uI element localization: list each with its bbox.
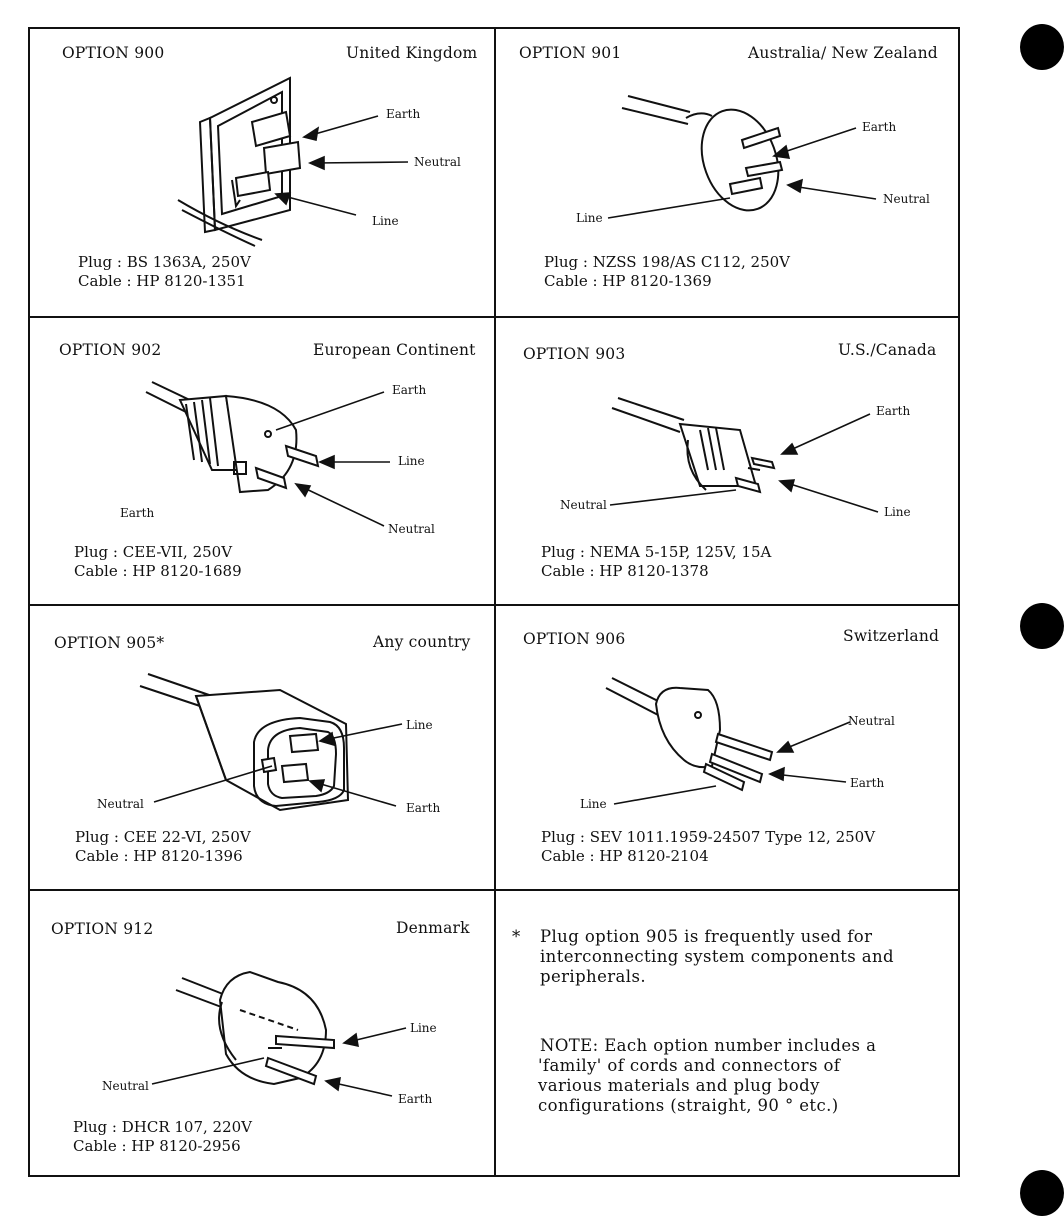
note-line-4: configurations (straight, 90 ° etc.): [538, 1096, 839, 1115]
plug-spec: Plug : NZSS 198/AS C112, 250V: [544, 253, 791, 271]
country-name: Switzerland: [843, 627, 940, 645]
earth-label: Earth: [850, 776, 885, 790]
line-label: Line: [406, 718, 433, 732]
earth-label: Earth: [862, 120, 897, 134]
footnote-line-3: peripherals.: [540, 967, 646, 986]
row-divider-1: [28, 316, 960, 318]
line-label: Line: [884, 505, 911, 519]
earth-label: Earth: [876, 404, 911, 418]
note-line-1: NOTE: Each option number includes a: [540, 1036, 877, 1055]
row-divider-3: [28, 889, 960, 891]
line-label: Line: [372, 214, 399, 228]
cable-spec: Cable : HP 8120-1369: [544, 272, 712, 290]
cable-spec: Cable : HP 8120-1378: [541, 562, 709, 580]
cable-spec: Cable : HP 8120-2956: [73, 1137, 241, 1155]
plug-spec: Plug : SEV 1011.1959-24507 Type 12, 250V: [541, 828, 876, 846]
earth-label: Earth: [398, 1092, 433, 1106]
plug-spec: Plug : CEE 22-VI, 250V: [75, 828, 251, 846]
earth-label: Earth: [386, 107, 421, 121]
cable-spec: Cable : HP 8120-2104: [541, 847, 709, 865]
neutral-label: Neutral: [102, 1079, 149, 1093]
earth-label: Earth: [406, 801, 441, 815]
neutral-label: Neutral: [388, 522, 435, 536]
plug-spec: Plug : CEE-VII, 250V: [74, 543, 233, 561]
neutral-label: Neutral: [560, 498, 607, 512]
plug-spec: Plug : DHCR 107, 220V: [73, 1118, 253, 1136]
earth-label-secondary: Earth: [120, 506, 155, 520]
plug-spec: Plug : NEMA 5-15P, 125V, 15A: [541, 543, 772, 561]
footnote-star: *: [512, 927, 521, 946]
country-name: United Kingdom: [346, 44, 478, 62]
option-number: OPTION 902: [59, 341, 162, 359]
column-divider: [494, 27, 496, 1177]
option-number: OPTION 901: [519, 44, 622, 62]
line-label: Line: [398, 454, 425, 468]
country-name: Australia/ New Zealand: [748, 44, 938, 62]
neutral-label: Neutral: [848, 714, 895, 728]
row-divider-2: [28, 604, 960, 606]
footnote-line-1: Plug option 905 is frequently used for: [540, 927, 873, 946]
note-line-3: various materials and plug body: [538, 1076, 820, 1095]
country-name: Denmark: [396, 919, 470, 937]
cable-spec: Cable : HP 8120-1351: [78, 272, 246, 290]
cable-spec: Cable : HP 8120-1689: [74, 562, 242, 580]
binder-hole-middle: [1020, 603, 1064, 649]
cable-spec: Cable : HP 8120-1396: [75, 847, 243, 865]
country-name: U.S./Canada: [838, 341, 937, 359]
neutral-label: Neutral: [883, 192, 930, 206]
line-label: Line: [576, 211, 603, 225]
country-name: European Continent: [313, 341, 476, 359]
neutral-label: Neutral: [414, 155, 461, 169]
option-number: OPTION 903: [523, 345, 626, 363]
earth-label: Earth: [392, 383, 427, 397]
option-number: OPTION 912: [51, 920, 154, 938]
footnote-line-2: interconnecting system components and: [540, 947, 895, 966]
option-number: OPTION 906: [523, 630, 626, 648]
note-line-2: 'family' of cords and connectors of: [538, 1056, 841, 1075]
option-number: OPTION 900: [62, 44, 165, 62]
neutral-label: Neutral: [97, 797, 144, 811]
country-name: Any country: [373, 633, 471, 651]
line-label: Line: [410, 1021, 437, 1035]
binder-hole-top: [1020, 24, 1064, 70]
option-number: OPTION 905*: [54, 634, 165, 652]
plug-spec: Plug : BS 1363A, 250V: [78, 253, 251, 271]
line-label: Line: [580, 797, 607, 811]
